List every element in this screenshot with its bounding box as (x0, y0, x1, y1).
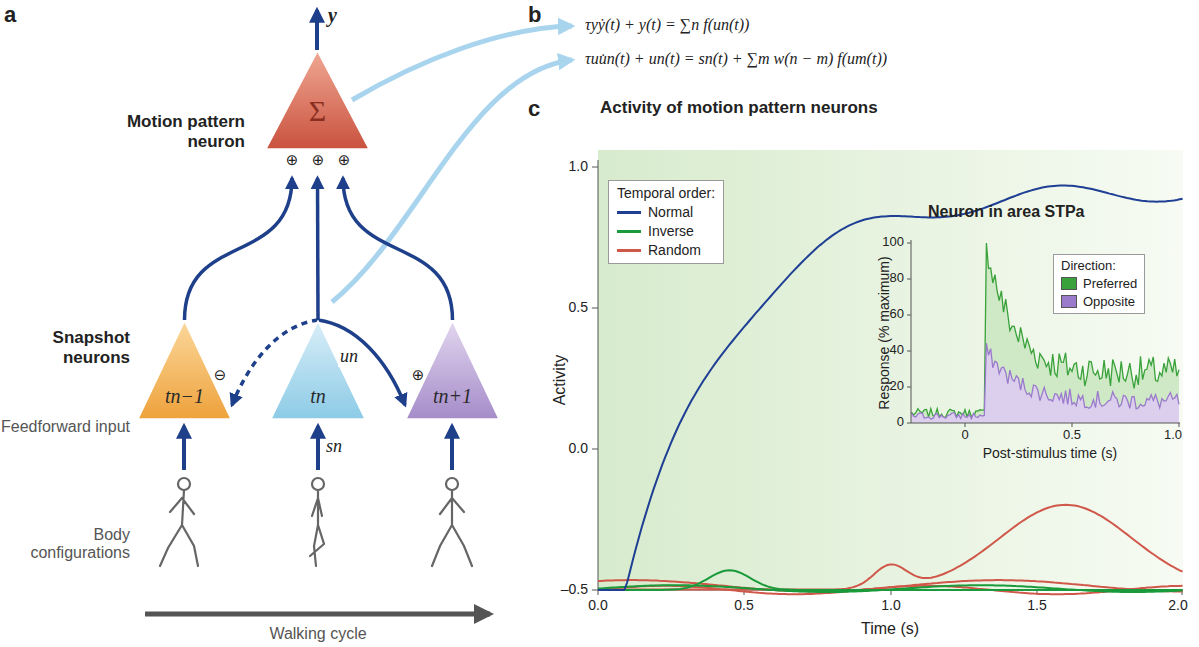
tick-label: 0 (945, 428, 985, 443)
layer-title: Motion pattern neuron (95, 112, 245, 151)
legend-line (617, 249, 641, 252)
layer-title: Snapshot neurons (0, 328, 130, 367)
legend-row: Opposite (1061, 294, 1137, 309)
output-symbol: y (328, 4, 337, 27)
histogram-area (912, 343, 1180, 423)
excitatory-sign: ⊕ (336, 151, 352, 168)
tick-label: 1.5 (1017, 597, 1057, 613)
excitatory-sign: ⊕ (310, 151, 326, 168)
legend-line (617, 230, 641, 233)
tick-label: 0.0 (578, 597, 618, 613)
tick-label: 0.5 (548, 299, 588, 315)
data-curve (598, 570, 1183, 590)
tick-label: 0.5 (1052, 428, 1092, 443)
tick-label: 100 (864, 235, 904, 250)
histogram-area (912, 243, 1180, 423)
neuron-label: Σ (265, 94, 370, 128)
excitatory-connection (316, 178, 320, 320)
axis-label: Response (% maximum) (876, 256, 892, 409)
tick-label: –0.5 (548, 581, 588, 597)
excitatory-sign: ⊕ (410, 366, 426, 383)
tick-label: 1.0 (871, 597, 911, 613)
input-label: Body configurations (0, 526, 130, 563)
data-curve (598, 186, 1183, 591)
excitatory-sign: ⊕ (284, 151, 300, 168)
legend-text: Opposite (1083, 294, 1135, 309)
chart-title: Activity of motion pattern neurons (600, 98, 878, 118)
legend-text: Random (648, 242, 701, 258)
equation: τyẏ(t) + y(t) = ∑n f(un(t)) (585, 16, 749, 34)
tick-label: 0.0 (548, 440, 588, 456)
neuron-label: tn+1 (405, 385, 500, 408)
tick-label: 0.5 (724, 597, 764, 613)
axis-label: Activity (551, 355, 569, 406)
snapshot-neuron: tn (270, 320, 366, 420)
panel-letter: c (528, 96, 540, 121)
tick-label: 1.0 (548, 158, 588, 174)
axis-label: Walking cycle (218, 625, 418, 643)
equation: τuu̇n(t) + un(t) = sn(t) + ∑m w(n − m) f… (585, 50, 887, 68)
inhibitory-sign: ⊖ (212, 366, 228, 383)
axis-label: Post-stimulus time (s) (965, 445, 1135, 461)
legend-title: Temporal order: (617, 185, 715, 201)
legend-box: Temporal order: NormalInverseRandom (608, 180, 724, 264)
axis-label: Time (s) (830, 620, 950, 638)
input-label: Feedforward input (0, 418, 130, 436)
data-curve (598, 505, 1183, 590)
input-symbol: sn (326, 436, 342, 457)
legend-text: Inverse (648, 223, 694, 239)
legend-line (617, 211, 641, 214)
legend-box: Direction: PreferredOpposite (1053, 254, 1145, 314)
legend-row: Normal (617, 204, 715, 220)
edge-label: un (338, 346, 360, 367)
panel-letter: a (4, 2, 16, 27)
excitatory-connection (185, 178, 292, 320)
tick-label: 1.0 (1153, 428, 1193, 443)
inset-title: Neuron in area STPa (928, 203, 1085, 221)
tick-label: 0 (864, 415, 904, 430)
legend-text: Normal (648, 204, 693, 220)
legend-text: Preferred (1083, 276, 1137, 291)
legend-row: Random (617, 242, 715, 258)
legend-row: Preferred (1061, 276, 1137, 291)
legend-row: Inverse (617, 223, 715, 239)
excitatory-connection (343, 178, 452, 320)
legend-swatch (1061, 277, 1077, 290)
data-curve (598, 585, 1183, 592)
tick-label: 2.0 (1158, 597, 1198, 613)
histogram-line (912, 343, 1180, 419)
neuron-label: tn−1 (137, 385, 232, 408)
neuron-label: tn (270, 385, 366, 408)
panel-letter: b (528, 2, 541, 27)
legend-swatch (1061, 295, 1077, 308)
legend-title: Direction: (1061, 258, 1137, 273)
